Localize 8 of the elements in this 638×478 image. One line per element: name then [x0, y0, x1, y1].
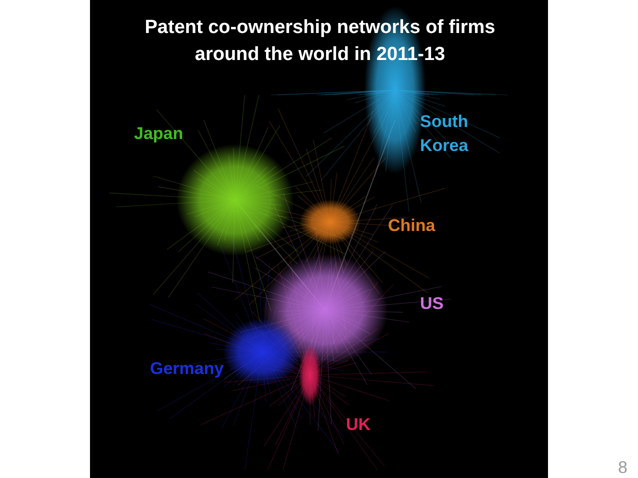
region-label: Japan — [134, 123, 184, 145]
region-label: South Korea — [420, 111, 470, 157]
region-label: US — [420, 293, 444, 315]
slide-title: Patent co-ownership networks of firms around the world in 2011-13 — [144, 16, 496, 67]
region-label: China — [388, 215, 436, 237]
region-label: UK — [346, 414, 371, 436]
page-number: 8 — [618, 457, 628, 478]
region-label: Germany — [150, 358, 224, 380]
